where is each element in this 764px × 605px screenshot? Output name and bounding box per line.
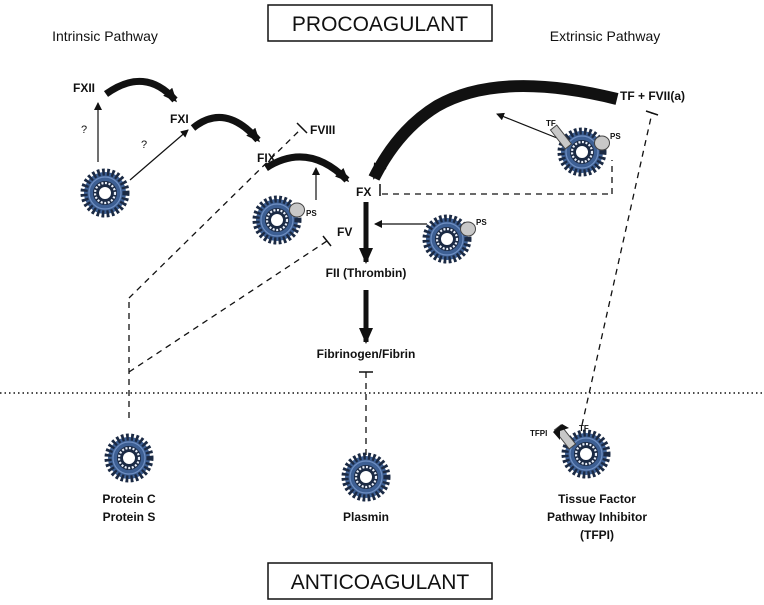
factor-fviii: FVIII <box>310 123 335 137</box>
tfpi-label-line2: Pathway Inhibitor <box>547 510 647 524</box>
arrow-tf-to-fvii <box>496 112 563 141</box>
microparticle-plasmin <box>345 456 387 498</box>
extrinsic-pathway-label: Extrinsic Pathway <box>550 28 660 44</box>
question-mark-2: ? <box>141 139 147 151</box>
factor-tf-fvii: TF + FVII(a) <box>620 89 685 103</box>
factor-fxii: FXII <box>73 81 95 95</box>
anticoagulant-header: ANTICOAGULANT <box>267 562 493 600</box>
tfpi-ligand <box>553 424 569 440</box>
tfpi-small-label: TFPI <box>530 429 547 438</box>
dashed-tfpi <box>581 112 653 426</box>
arrow-tf-fvii-to-fx <box>368 80 619 181</box>
procoagulant-header: PROCOAGULANT <box>267 4 493 42</box>
arrow-fix-to-fx <box>264 153 350 183</box>
arrow-to-fxi <box>129 129 189 181</box>
anticoagulant-title: ANTICOAGULANT <box>291 571 470 594</box>
arrow-fxii-to-fxi <box>103 78 178 103</box>
procoagulant-title: PROCOAGULANT <box>292 13 468 36</box>
intrinsic-pathway-label: Intrinsic Pathway <box>52 28 158 44</box>
factor-fx: FX <box>356 185 371 199</box>
fviii-inhibition-bar <box>296 122 308 134</box>
factor-fxi: FXI <box>170 112 189 126</box>
microparticle-intrinsic <box>84 172 126 214</box>
microparticle-protein-c <box>108 437 150 479</box>
dashed-to-fv <box>128 240 328 373</box>
ps-ligand-3 <box>594 135 610 151</box>
ps-ligand-1 <box>289 202 305 218</box>
factor-fibrinogen: Fibrinogen/Fibrin <box>317 347 416 361</box>
factor-fv: FV <box>337 225 352 239</box>
factor-fii: FII (Thrombin) <box>326 266 407 280</box>
microparticle-tf-ps: TF PS <box>546 119 621 173</box>
tfpi-label-line3: (TFPI) <box>580 528 614 542</box>
tf-label-2: TF <box>579 424 589 433</box>
plasmin-label: Plasmin <box>343 510 389 524</box>
tfpi-label-line1: Tissue Factor <box>558 492 636 506</box>
protein-c-label: Protein C <box>102 492 156 506</box>
ps-ligand-2 <box>460 221 476 237</box>
arrow-fxi-to-fix <box>190 113 261 143</box>
ps-label-3: PS <box>610 132 621 141</box>
tf-fvii-inhibition-bar <box>645 110 659 116</box>
protein-s-label: Protein S <box>103 510 156 524</box>
microparticle-fix-ps: PS <box>256 199 317 241</box>
microparticle-fx-ps: PS <box>426 218 487 260</box>
ps-label-2: PS <box>476 218 487 227</box>
dashed-to-fviii <box>128 127 303 299</box>
tf-label-1: TF <box>546 119 556 128</box>
fv-inhibition-bar <box>322 235 332 247</box>
ps-label-1: PS <box>306 209 317 218</box>
microparticle-tfpi: TFPI TF <box>530 424 607 475</box>
question-mark-1: ? <box>81 124 87 136</box>
tf-ligand-1 <box>549 124 573 150</box>
